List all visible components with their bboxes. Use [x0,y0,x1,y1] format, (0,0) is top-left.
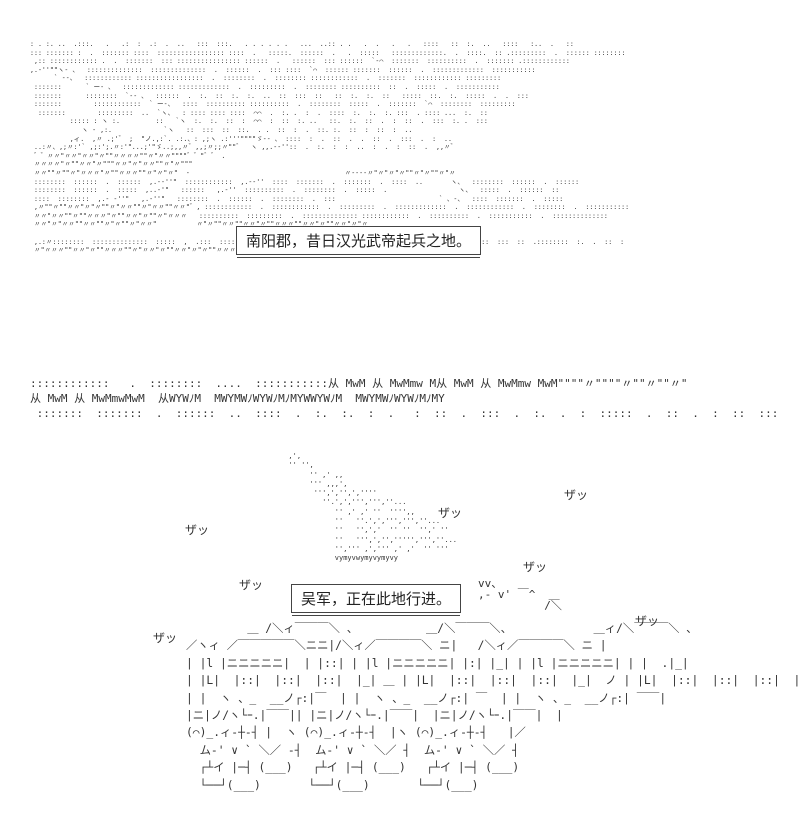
grass-ascii-art: :::::::::::: . :::::::: .... :::::::::::… [30,377,779,420]
sound-effect-label: ザッ [185,523,210,537]
sound-effect-label: ザッ [153,631,178,645]
landscape-ascii-art: : . :. .. .:::. . .: : .: . .. ::: :::. … [30,40,630,254]
sound-effect-label: ザッ [564,488,589,502]
top-caption-box: 南阳郡，昔日汉光武帝起兵之地。 [236,226,482,255]
marching-soldiers-ascii-art: ＿ /＼ィ￣￣￣＼ 、 ＿/＼￣￣￣＼、 ＿ィ/＼￣￣￣＼ 、 ／ヽィ ／￣￣￣… [186,622,798,792]
sound-effect-label: ザッ [523,560,548,574]
dust-cloud-ascii-art: ,', '' '', '' ,' ,, ''' ,,,', ''',','','… [288,452,458,563]
sound-effect-label: ザッ [635,614,660,628]
banner-flag-ascii: vv、 ,‐ v' ￣^ ＿ /＼ [478,577,562,612]
bottom-caption-box: 吴军，正在此地行进。 [291,584,462,613]
sound-effect-label: ザッ [438,506,463,520]
sound-effect-label: ザッ [239,578,264,592]
